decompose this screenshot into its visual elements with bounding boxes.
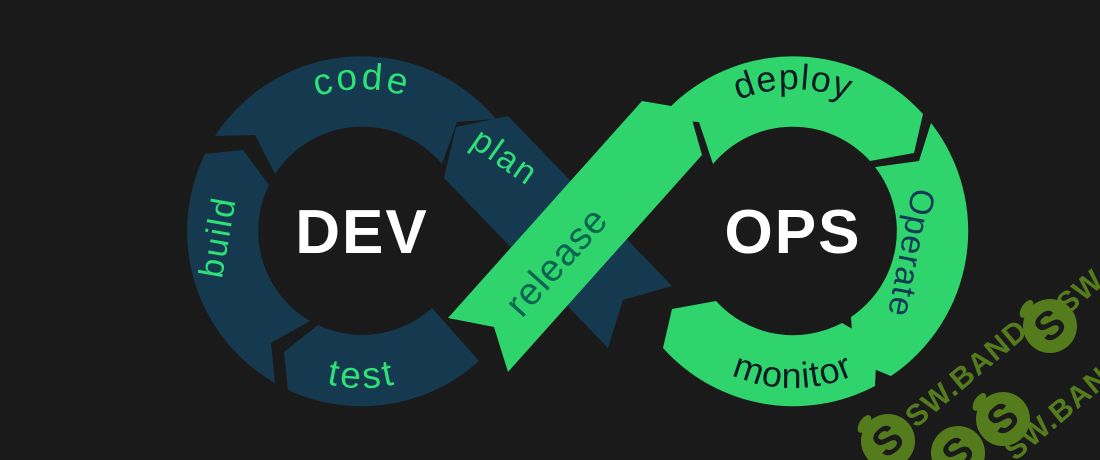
- build-arc-segment: [187, 150, 310, 383]
- ops-loop: [659, 56, 969, 407]
- test-arc-segment: [284, 308, 479, 407]
- watermark-logo: S: [972, 392, 1030, 446]
- watermark-logo: S: [857, 414, 915, 460]
- ops-title: OPS: [725, 198, 862, 267]
- leaf-icon: [972, 393, 987, 411]
- leaf-icon: [857, 415, 872, 433]
- monitor-arc-segment: [663, 301, 877, 407]
- svg-text:test: test: [325, 352, 399, 397]
- release-ribbon: [448, 101, 702, 372]
- dev-title: DEV: [295, 198, 428, 267]
- leaf-icon: [1019, 300, 1034, 318]
- operate-arc-segment: [851, 123, 969, 376]
- deploy-arc-segment: [659, 56, 923, 164]
- code-arc-segment: [215, 56, 496, 174]
- test-label: test: [325, 352, 396, 397]
- watermark-logo: S: [931, 426, 985, 460]
- watermark-logo: S: [1019, 299, 1077, 353]
